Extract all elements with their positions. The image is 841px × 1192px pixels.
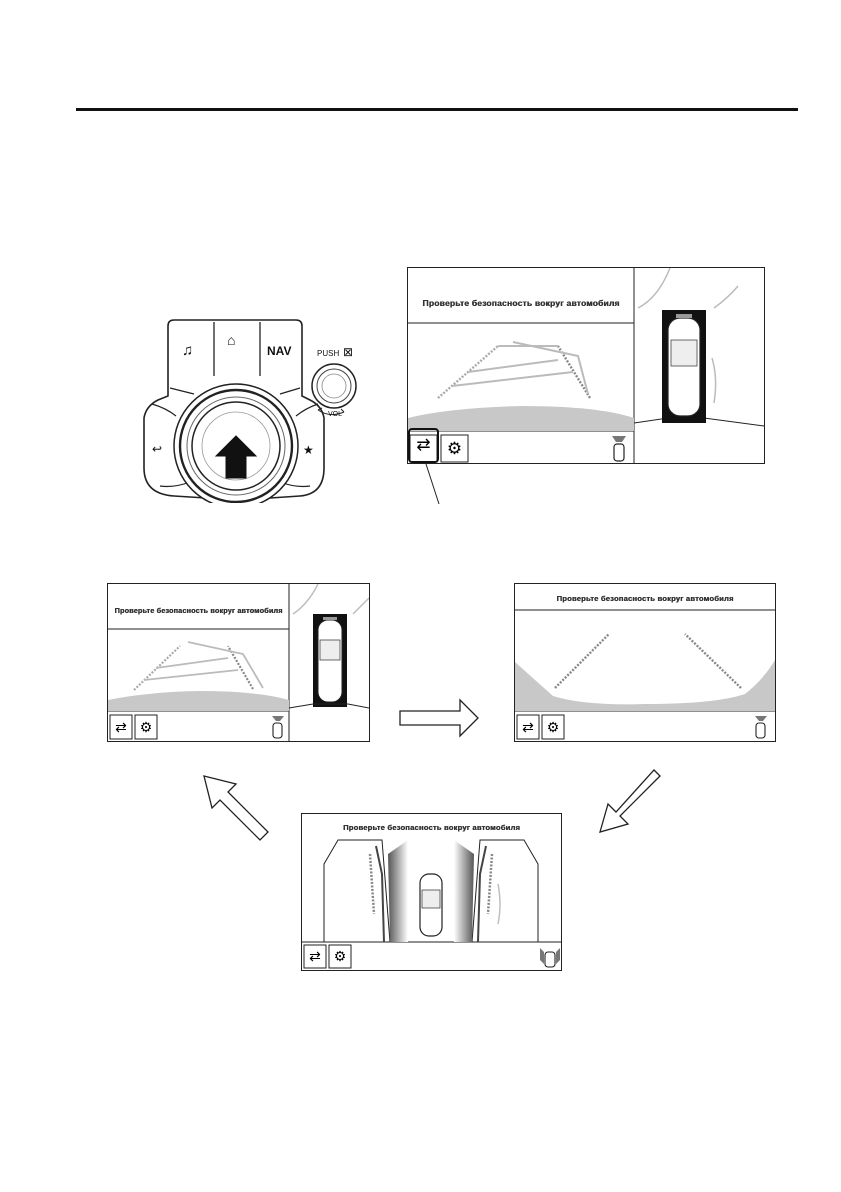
view-switch-icon[interactable]: ⇄ — [408, 428, 439, 463]
vol-label: VOL — [328, 411, 342, 418]
view-switch-icon[interactable]: ⇄ — [304, 945, 326, 968]
back-arrow-icon[interactable]: ↩ — [152, 442, 162, 456]
safety-caption: Проверьте безопасность вокруг автомобиля — [108, 606, 289, 615]
gear-icon[interactable]: ⚙ — [542, 715, 564, 739]
nav-button-label[interactable]: NAV — [267, 344, 291, 358]
callout-line — [425, 464, 445, 506]
view-switch-icon[interactable]: ⇄ — [110, 715, 132, 739]
safety-caption: Проверьте безопасность вокруг автомобиля — [302, 823, 561, 832]
view-switch-icon[interactable]: ⇄ — [517, 715, 539, 739]
push-label: PUSH — [317, 349, 339, 358]
header-rule — [76, 108, 798, 111]
camera-screen-split-view: Проверьте безопасность вокруг автомобиля… — [407, 267, 765, 464]
safety-caption: Проверьте безопасность вокруг автомобиля — [408, 298, 634, 308]
flow-arrow-down-left — [596, 768, 666, 836]
gear-icon[interactable]: ⚙ — [329, 945, 351, 968]
parking-sensor-icon — [540, 947, 560, 968]
home-icon[interactable]: ⌂ — [227, 332, 235, 348]
safety-caption: Проверьте безопасность вокруг автомобиля — [515, 594, 775, 603]
parking-sensor-icon — [612, 434, 626, 462]
gear-icon[interactable]: ⚙ — [135, 715, 157, 739]
mute-icon: ⊠ — [343, 345, 353, 359]
parking-sensor-icon — [755, 715, 767, 739]
camera-screen-top-view: Проверьте безопасность вокруг автомобиля… — [107, 583, 370, 742]
flow-arrow-up-left — [200, 772, 272, 842]
flow-arrow-right — [396, 694, 482, 744]
gear-icon[interactable]: ⚙ — [441, 435, 468, 462]
parking-sensor-icon — [272, 715, 284, 739]
star-icon[interactable]: ★ — [303, 443, 314, 457]
camera-screen-side-view: Проверьте безопасность вокруг автомобиля… — [301, 813, 562, 971]
commander-controller: ♫ ⌂ NAV PUSH ⊠ VOL ↩ ★ — [130, 318, 380, 503]
volume-knob — [312, 364, 356, 408]
music-note-icon[interactable]: ♫ — [182, 342, 193, 359]
camera-screen-rear-wide-view: Проверьте безопасность вокруг автомобиля… — [514, 583, 776, 742]
